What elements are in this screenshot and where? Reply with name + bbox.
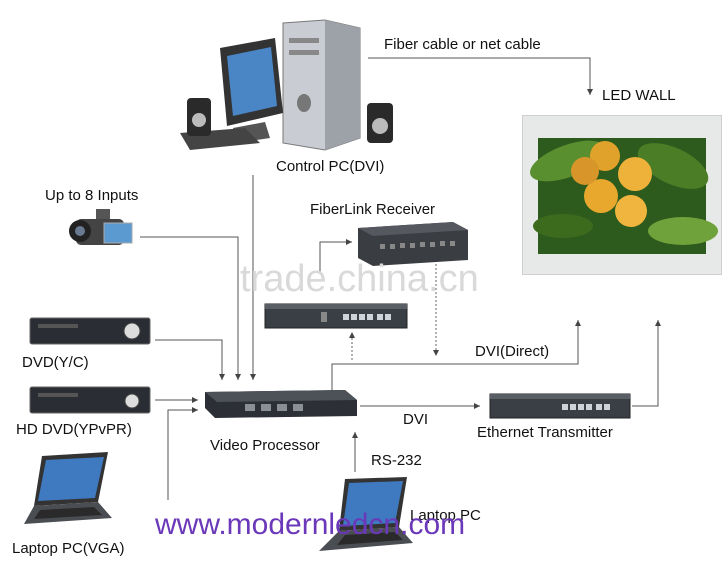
ethernet-transmitter-icon	[489, 393, 631, 419]
transmitter-line	[632, 320, 661, 407]
camera-line	[140, 236, 241, 380]
fiberlink-receiver-label: FiberLink Receiver	[310, 201, 436, 218]
fiber-cable-label: Fiber cable or net cable	[384, 36, 541, 53]
up-to-8-inputs-label: Up to 8 Inputs	[45, 187, 139, 204]
switch-receiver-line	[319, 239, 352, 272]
laptop-vga-icon	[24, 452, 112, 524]
laptop-vga-line	[167, 407, 198, 500]
ethernet-switch-icon	[264, 303, 408, 329]
control-pc-label: Control PC(DVI)	[276, 158, 385, 175]
dvi-direct-line	[331, 320, 581, 392]
led-wall-label: LED WALL	[602, 87, 676, 104]
hd-dvd-player-icon	[29, 386, 151, 414]
video-processor-icon	[205, 390, 357, 418]
trade-china-watermark: trade.china.cn	[240, 258, 479, 300]
fiber-cable-line	[368, 57, 593, 95]
ethernet-transmitter-label: Ethernet Transmitter	[477, 424, 613, 441]
control-pc-icon	[180, 19, 393, 151]
dvd-yc-label: DVD(Y/C)	[22, 354, 89, 371]
laptop-pc-icon	[319, 477, 413, 551]
laptop-pc-vga-label: Laptop PC(VGA)	[12, 540, 125, 557]
dvd-line	[155, 339, 225, 380]
website-url[interactable]: www.modernledcn.com	[155, 508, 466, 541]
dvi-direct-label: DVI(Direct)	[475, 343, 550, 360]
fiberlink-receiver-icon	[358, 222, 468, 266]
video-processor-label: Video Processor	[210, 437, 320, 454]
dvd-player-icon	[29, 317, 151, 345]
led-wall	[522, 115, 722, 275]
rs232-label: RS-232	[371, 452, 422, 469]
hd-dvd-label: HD DVD(YPvPR)	[16, 421, 132, 438]
camera-icon	[69, 209, 133, 245]
dvi-label: DVI	[403, 411, 429, 428]
laptop-pc-label: Laptop PC	[410, 507, 481, 524]
